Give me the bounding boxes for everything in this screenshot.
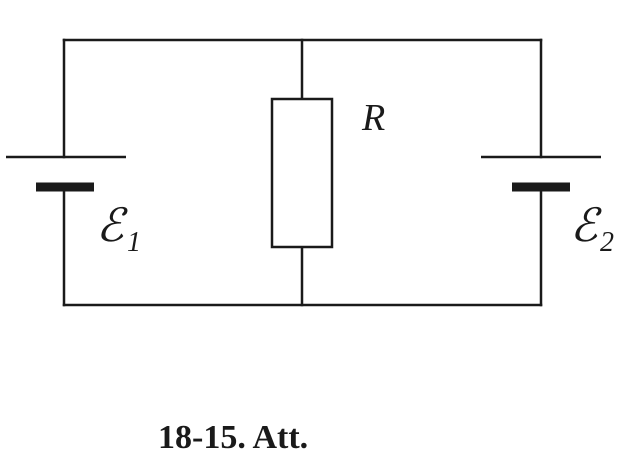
source-left-label: ℰ 1 <box>96 200 141 258</box>
source-right-label: ℰ 2 <box>570 200 614 258</box>
source-left-subscript: 1 <box>127 227 141 258</box>
source-right-symbol: ℰ <box>570 200 602 251</box>
battery-left <box>6 155 126 192</box>
resistor-label: R <box>361 97 385 139</box>
source-right-subscript: 2 <box>600 227 614 258</box>
source-left-symbol: ℰ <box>96 200 128 251</box>
resistor <box>270 97 334 249</box>
figure-caption: 18-15. Att. <box>158 419 308 456</box>
battery-right <box>481 155 601 192</box>
